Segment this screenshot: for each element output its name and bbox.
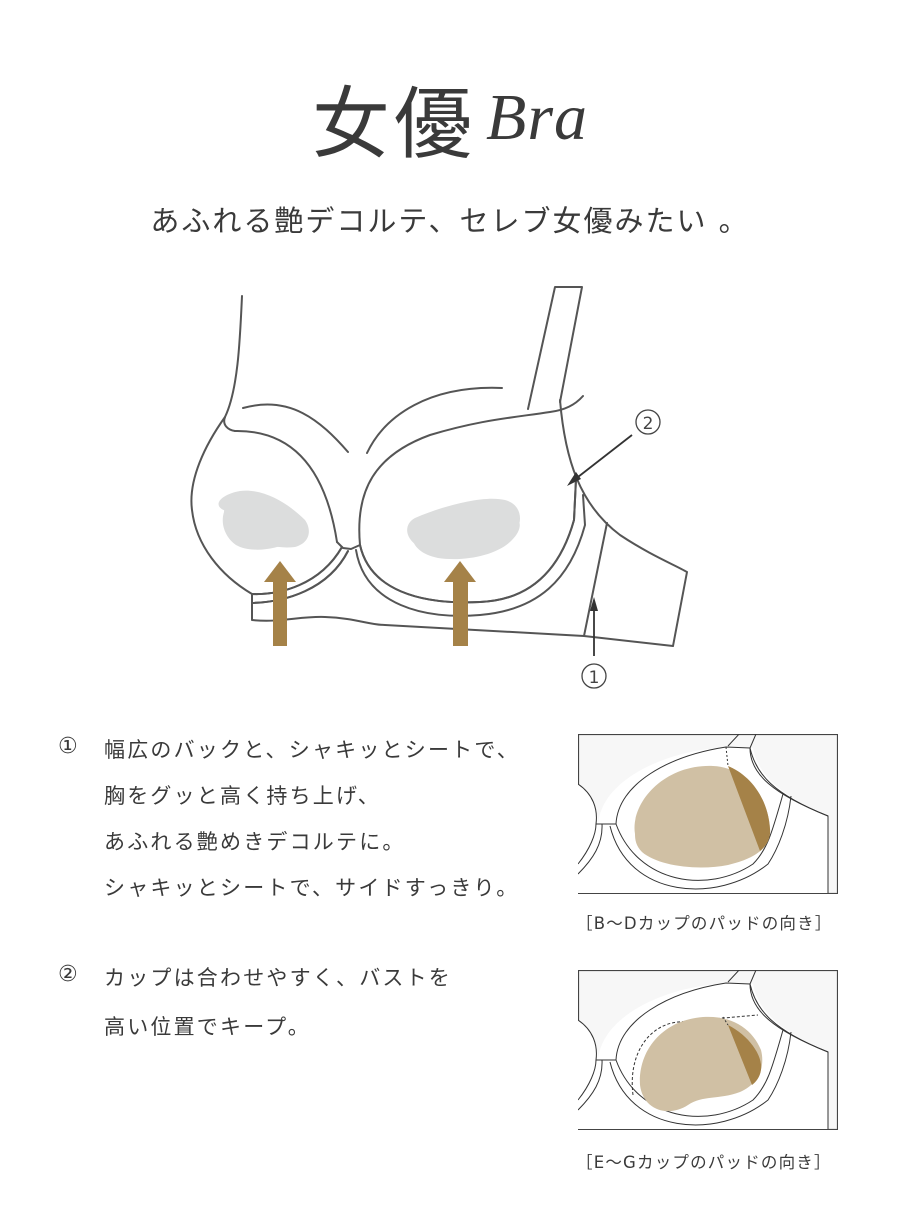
lift-arrow-left-icon <box>264 561 296 646</box>
callout-1 <box>581 663 607 689</box>
callout-arrow-2-icon <box>567 434 633 486</box>
callout-arrow-1-icon <box>590 597 598 656</box>
subtitle: あふれる艶デコルテ、セレブ女優みたい 。 <box>150 204 750 238</box>
feature-2-number: ② <box>58 962 80 987</box>
title-jp: 女優 <box>311 80 476 170</box>
feature-2-line: 高い位置でキープ。 <box>104 1015 311 1039</box>
pad-diagram-e-g <box>578 970 838 1130</box>
feature-1-line: 幅広のバックと、シャキッとシートで、 <box>104 738 520 762</box>
callout-2 <box>635 409 661 435</box>
bra-illustration: 1 2 <box>190 286 688 689</box>
lift-arrow-right-icon <box>444 561 476 646</box>
pad-caption-b-d: ［B〜Dカップのパッドの向き］ <box>576 914 833 933</box>
title-en: Bra <box>486 81 588 154</box>
pad-caption-e-g: ［E〜Gカップのパッドの向き］ <box>576 1153 832 1172</box>
feature-2-line: カップは合わせやすく、バストを <box>104 966 452 990</box>
pad-diagram-b-d <box>578 734 838 894</box>
svg-text:2: 2 <box>643 414 654 434</box>
feature-1-number: ① <box>58 734 80 759</box>
feature-1-line: シャキッとシートで、サイドすっきり。 <box>104 876 520 900</box>
feature-1-line: 胸をグッと高く持ち上げ、 <box>104 784 381 808</box>
svg-text:1: 1 <box>589 668 600 688</box>
feature-1-line: あふれる艶めきデコルテに。 <box>104 830 406 854</box>
